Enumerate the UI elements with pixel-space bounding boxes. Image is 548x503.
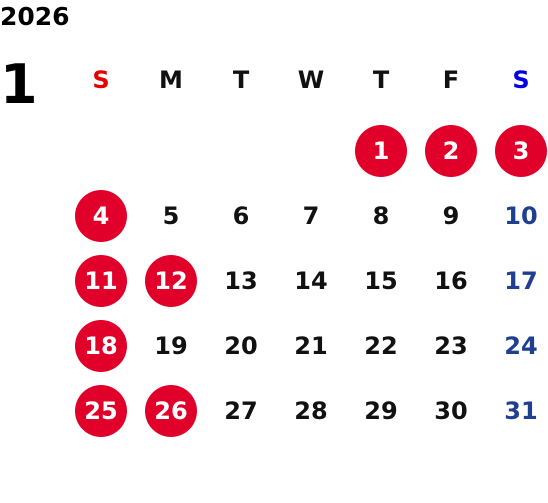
year-label: 2026 — [0, 2, 70, 31]
day-cell: 23 — [416, 313, 486, 378]
weekday-header-5: F — [442, 66, 460, 94]
day-cell: 6 — [206, 183, 276, 248]
day-number: 15 — [364, 266, 398, 295]
weekday-header-2: T — [232, 66, 250, 94]
day-cell: 9 — [416, 183, 486, 248]
month-number: 1 — [0, 53, 38, 116]
day-cell: 13 — [206, 248, 276, 313]
day-number: 7 — [302, 201, 320, 230]
day-cell: 8 — [346, 183, 416, 248]
day-cell: 11 — [66, 248, 136, 313]
day-number: 8 — [372, 201, 390, 230]
day-cell: 30 — [416, 378, 486, 443]
day-number: 30 — [434, 396, 468, 425]
day-cell: 18 — [66, 313, 136, 378]
day-number-holiday: 2 — [425, 124, 477, 177]
day-number: 31 — [504, 396, 538, 425]
day-cell: 7 — [276, 183, 346, 248]
day-cell: 3 — [486, 118, 548, 183]
day-cell: 4 — [66, 183, 136, 248]
day-number: 21 — [294, 331, 328, 360]
day-number: 20 — [224, 331, 258, 360]
day-number: 17 — [504, 266, 538, 295]
day-cell: 10 — [486, 183, 548, 248]
day-number: 14 — [294, 266, 328, 295]
day-cell: 21 — [276, 313, 346, 378]
day-cell: 29 — [346, 378, 416, 443]
day-number: 6 — [232, 201, 250, 230]
day-number-holiday: 18 — [75, 319, 127, 372]
day-number: 29 — [364, 396, 398, 425]
day-cell: 24 — [486, 313, 548, 378]
weekday-header-1: M — [159, 66, 183, 94]
day-cell: 20 — [206, 313, 276, 378]
day-number-holiday: 26 — [145, 384, 197, 437]
day-number: 22 — [364, 331, 398, 360]
day-cell: 19 — [136, 313, 206, 378]
day-cell: 16 — [416, 248, 486, 313]
day-number-holiday: 11 — [75, 254, 127, 307]
day-cell: 5 — [136, 183, 206, 248]
day-number: 10 — [504, 201, 538, 230]
day-number-holiday: 12 — [145, 254, 197, 307]
day-number: 19 — [154, 331, 188, 360]
weekday-header-3: W — [297, 66, 325, 94]
day-cell: 17 — [486, 248, 548, 313]
day-number: 23 — [434, 331, 468, 360]
day-number: 24 — [504, 331, 538, 360]
day-number: 28 — [294, 396, 328, 425]
day-number: 27 — [224, 396, 258, 425]
weekday-header-6: S — [512, 66, 530, 94]
day-number-holiday: 25 — [75, 384, 127, 437]
day-cell: 28 — [276, 378, 346, 443]
weekday-header-4: T — [372, 66, 390, 94]
day-cell: 25 — [66, 378, 136, 443]
day-number-holiday: 4 — [75, 189, 127, 242]
day-cell: 2 — [416, 118, 486, 183]
weekday-header-0: S — [92, 66, 110, 94]
day-cell: 22 — [346, 313, 416, 378]
day-number: 9 — [442, 201, 460, 230]
day-cell: 27 — [206, 378, 276, 443]
day-number: 16 — [434, 266, 468, 295]
day-number-holiday: 3 — [495, 124, 547, 177]
day-number-holiday: 1 — [355, 124, 407, 177]
day-number: 5 — [162, 201, 180, 230]
day-cell: 31 — [486, 378, 548, 443]
day-cell: 26 — [136, 378, 206, 443]
day-cell: 1 — [346, 118, 416, 183]
day-cell: 12 — [136, 248, 206, 313]
day-cell: 15 — [346, 248, 416, 313]
day-cell: 14 — [276, 248, 346, 313]
day-number: 13 — [224, 266, 258, 295]
